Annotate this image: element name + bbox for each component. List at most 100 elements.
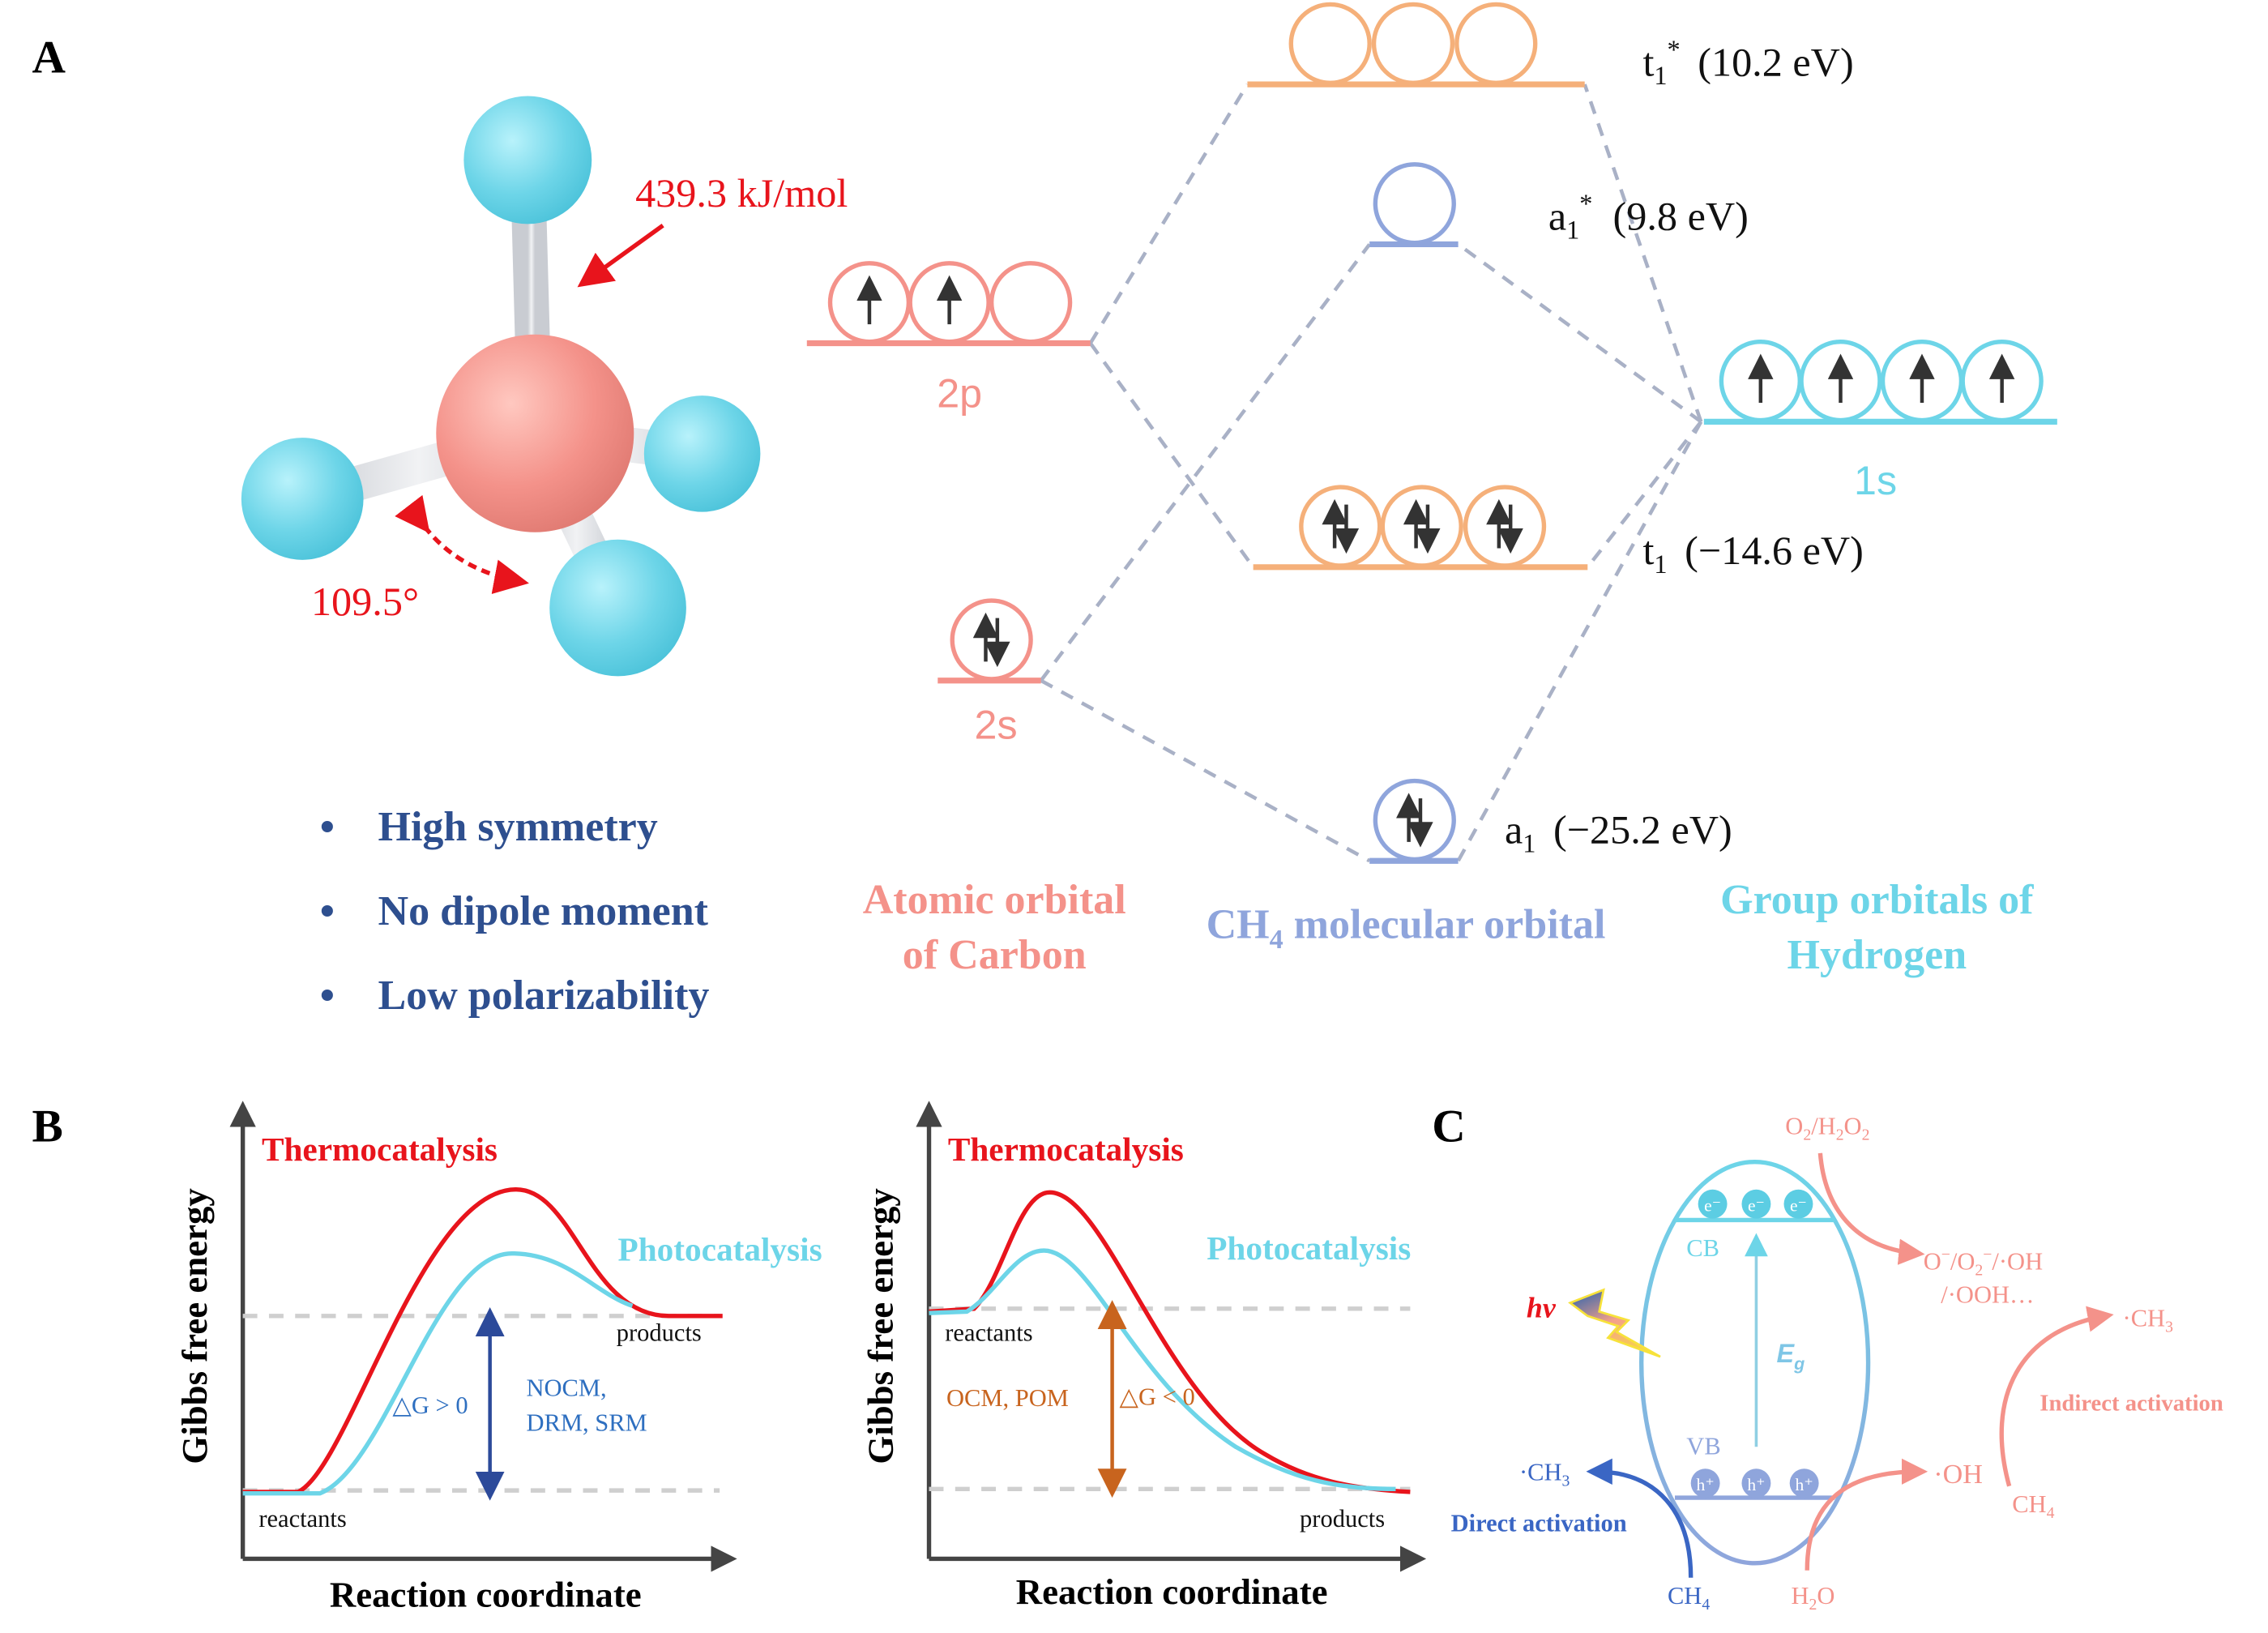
- level-label-t1-star: t1*(10.2 eV): [1642, 35, 1853, 90]
- indirect-activation-arrow: [1999, 1306, 2114, 1487]
- bond-angle-label: 109.5°: [311, 579, 419, 624]
- delta-g-label: △G < 0: [1120, 1383, 1195, 1410]
- caption-hydrogen: Hydrogen: [1787, 932, 1967, 978]
- methane-molecule-model: [241, 96, 761, 677]
- caption-carbon: of Carbon: [903, 932, 1087, 978]
- direct-activation-label: Direct activation: [1451, 1509, 1627, 1537]
- y-axis-label: Gibbs free energy: [174, 1188, 215, 1464]
- orbital-circle: [1454, 2, 1538, 86]
- reaction-list: NOCM,: [527, 1374, 607, 1402]
- hydrogen-atom-right: [643, 395, 761, 512]
- orbital-circle: [1373, 778, 1456, 862]
- thermocatalysis-label: Thermocatalysis: [262, 1131, 498, 1168]
- bond-energy-arrow: [577, 223, 664, 288]
- thermocatalysis-curve: [242, 1187, 723, 1494]
- methane-direct: CH4: [1668, 1582, 1710, 1614]
- orbital-circle: [1371, 2, 1455, 86]
- orbital-circle: [950, 598, 1033, 682]
- hole-icon: [1690, 1468, 1720, 1498]
- reactants-label: reactants: [945, 1319, 1032, 1346]
- electron-icon: [1783, 1189, 1813, 1219]
- methane-indirect: CH4: [2012, 1490, 2054, 1522]
- light-label: hv: [1527, 1292, 1557, 1324]
- indirect-activation-label: Indirect activation: [2039, 1390, 2223, 1416]
- bullet-icon: •: [320, 804, 335, 850]
- caption-carbon: Atomic orbital: [863, 877, 1126, 923]
- hole-label: h⁺: [1697, 1475, 1715, 1494]
- photocatalysis-curve: [929, 1248, 1396, 1492]
- orbital-label-1s: 1s: [1854, 458, 1897, 503]
- panel-label-b: B: [32, 1101, 62, 1152]
- orbital-circle: [989, 261, 1073, 344]
- orbital-level-1s: [1703, 339, 2057, 425]
- oxidation-arrow: [1805, 1458, 1928, 1571]
- level-label-t1: t1(−14.6 eV): [1642, 528, 1863, 579]
- hole-label: h⁺: [1796, 1475, 1813, 1494]
- orbital-level-2s: [938, 598, 1041, 684]
- panel-label-a: A: [32, 32, 66, 83]
- lightning-icon: [1568, 1288, 1661, 1358]
- water-label: H2O: [1791, 1582, 1834, 1614]
- vb-label: VB: [1686, 1432, 1720, 1460]
- thermocatalysis-label: Thermocatalysis: [948, 1131, 1184, 1168]
- delta-g-label: △G > 0: [392, 1391, 468, 1419]
- caption-molecular: CH4 molecular orbital: [1207, 901, 1606, 955]
- orbital-circle: [1380, 485, 1463, 568]
- orbital-level-t1-star: [1247, 2, 1585, 88]
- ros-label: /·OOH…: [1941, 1281, 2034, 1309]
- direct-activation-arrow: [1586, 1458, 1694, 1578]
- photocatalysis-label: Photocatalysis: [618, 1231, 822, 1268]
- x-axis-label: Reaction coordinate: [1016, 1571, 1328, 1612]
- bullet-icon: •: [320, 973, 335, 1019]
- methyl-radical-indirect: ·CH3: [2123, 1304, 2174, 1336]
- reaction-list: DRM, SRM: [527, 1409, 647, 1437]
- orbital-circle: [1463, 485, 1547, 568]
- hydrogen-atom-bottom: [549, 539, 686, 677]
- methyl-radical-direct: ·CH3: [1519, 1459, 1570, 1490]
- photocatalysis-label: Photocatalysis: [1207, 1229, 1411, 1267]
- hydroxyl-radical-label: ·OH: [1933, 1460, 1983, 1490]
- hydrogen-atom-left: [241, 438, 364, 560]
- correlation-lines: [1039, 83, 1703, 863]
- hole-icon: [1741, 1468, 1771, 1498]
- orbital-circle: [1288, 2, 1372, 86]
- band-gap-label: Eg: [1777, 1339, 1805, 1374]
- electron-label: e⁻: [1748, 1196, 1765, 1216]
- electron-icon: [1741, 1189, 1771, 1219]
- orbital-levels: [806, 2, 2057, 864]
- products-label: products: [617, 1319, 702, 1346]
- reaction-list: OCM, POM: [946, 1384, 1069, 1412]
- panel-label-c: C: [1432, 1101, 1465, 1152]
- electron-label: e⁻: [1704, 1196, 1721, 1216]
- bond-energy-label: 439.3 kJ/mol: [635, 170, 848, 216]
- bond-angle-arrow: [395, 494, 529, 594]
- carbon-atom: [436, 334, 634, 532]
- y-axis-label: Gibbs free energy: [861, 1188, 901, 1464]
- electron-label: e⁻: [1790, 1196, 1807, 1216]
- orbital-circle: [1299, 485, 1382, 568]
- energy-profile-exergonic: Thermocatalysis Photocatalysis reactants…: [861, 1101, 1427, 1612]
- reactants-label: reactants: [258, 1505, 346, 1533]
- x-axis-label: Reaction coordinate: [330, 1575, 642, 1615]
- column-captions: Atomic orbital of Carbon CH4 molecular o…: [863, 877, 2034, 978]
- property-item: Low polarizability: [378, 973, 709, 1019]
- caption-hydrogen: Group orbitals of: [1720, 877, 2034, 923]
- orbital-circle: [1373, 162, 1456, 246]
- property-list: • High symmetry • No dipole moment • Low…: [320, 804, 710, 1019]
- orbital-level-a1: [1369, 778, 1459, 864]
- level-label-a1-star: a1*(9.8 eV): [1548, 189, 1749, 244]
- orbital-level-a1-star: [1369, 162, 1459, 248]
- products-label: products: [1300, 1505, 1385, 1533]
- hole-label: h⁺: [1747, 1475, 1765, 1494]
- photocatalysis-curve: [242, 1250, 634, 1496]
- hydrogen-atom-top: [463, 96, 592, 224]
- reduction-arrow: [1817, 1152, 1925, 1265]
- orbital-label-2s: 2s: [975, 703, 1018, 748]
- thermocatalysis-curve: [929, 1190, 1411, 1494]
- orbital-level-t1: [1253, 485, 1588, 571]
- ros-label: O−/O2−/·OH: [1924, 1246, 2043, 1280]
- cb-label: CB: [1686, 1234, 1719, 1262]
- property-item: High symmetry: [378, 804, 657, 850]
- oxidant-label: O2/H2O2: [1785, 1113, 1869, 1144]
